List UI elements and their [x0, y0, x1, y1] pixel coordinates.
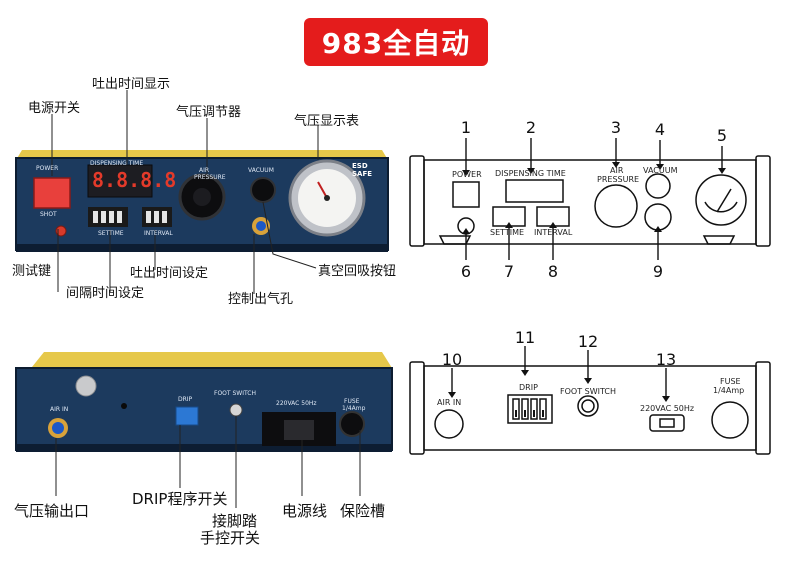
- callout-dispensing-time-display: 吐出时间显示: [92, 77, 171, 92]
- callout-pressure-gauge: 气压显示表: [294, 114, 360, 129]
- diagram-interval-label: INTERVAL: [534, 228, 573, 237]
- front-diagram-pointers: [465, 138, 723, 260]
- diagram-settime-label: SETTIME: [490, 228, 525, 237]
- callout-fuse-slot: 保险槽: [340, 502, 386, 520]
- diagram-number-11: 11: [514, 328, 536, 347]
- foot-switch-jack-icon: [229, 403, 243, 417]
- back-photo-device: [15, 352, 393, 452]
- diagram-number-2: 2: [525, 118, 537, 137]
- diagram-air-label: AIR: [610, 166, 624, 175]
- diagram-number-5: 5: [716, 126, 728, 145]
- time-display: 8.8.8.8: [92, 168, 177, 192]
- back-diagram: [409, 361, 771, 455]
- back-air-outlet-icon: [52, 422, 64, 434]
- callout-vacuum-knob: 真空回吸按钮: [318, 264, 397, 279]
- diagram-dispensing-time-label: DISPENSING TIME: [495, 169, 566, 178]
- diagram-number-4: 4: [654, 120, 666, 139]
- panel-interval-label: INTERVAL: [144, 230, 173, 237]
- diagram-drip-label: DRIP: [519, 383, 538, 392]
- diagram-number-9: 9: [652, 262, 664, 281]
- panel-power-label: POWER: [36, 165, 59, 172]
- fuse-holder-icon: [339, 411, 365, 437]
- diagram-number-3: 3: [610, 118, 622, 137]
- panel-foot-switch-label: FOOT SWITCH: [214, 390, 256, 397]
- callout-power-cord: 电源线: [282, 502, 328, 520]
- panel-air-in-label: AIR IN: [50, 406, 69, 413]
- callout-power-switch: 电源开关: [28, 101, 81, 116]
- back-diagram-pointers: [451, 346, 667, 396]
- panel-vacuum-label: VACUUM: [248, 167, 274, 174]
- esd-safe-logo: ESD SAFE: [352, 162, 373, 178]
- diagram-vacuum-label: VACUUM: [643, 166, 678, 175]
- diagram-number-13: 13: [655, 350, 677, 369]
- page-title: 983全自动: [304, 18, 488, 66]
- diagram-power-label: POWER: [452, 170, 482, 179]
- callout-foot-switch-line1: 接脚踏: [212, 512, 258, 530]
- diagram-number-10: 10: [441, 350, 463, 369]
- panel-drip-label: DRIP: [178, 396, 193, 403]
- diagram-fuse-rating-label: 1/4Amp: [713, 386, 745, 395]
- callout-drip-switch: DRIP程序开关: [132, 490, 228, 508]
- diagram-number-8: 8: [547, 262, 559, 281]
- drip-switch-icon: [175, 406, 199, 426]
- panel-shot-label: SHOT: [40, 211, 57, 218]
- diagram-foot-switch-label: FOOT SWITCH: [560, 387, 616, 396]
- callout-air-regulator: 气压调节器: [176, 105, 242, 120]
- panel-dispensing-time-label: DISPENSING TIME: [90, 160, 144, 167]
- diagram-fuse-label: FUSE: [720, 377, 741, 386]
- vacuum-knob-icon: [250, 177, 276, 203]
- panel-settime-label: SETTIME: [98, 230, 124, 237]
- air-outlet-icon: [256, 221, 266, 231]
- panel-voltage-label: 220VAC 50Hz: [276, 400, 317, 407]
- callout-back-air-outlet: 气压输出口: [14, 502, 90, 520]
- diagram-number-1: 1: [460, 118, 472, 137]
- panel-fuse-label: FUSE: [344, 398, 360, 405]
- front-photo-device: [15, 150, 389, 252]
- diagram-pressure-label: PRESSURE: [597, 175, 640, 184]
- diagram-air-in-label: AIR IN: [437, 398, 462, 407]
- callout-interval-setting: 间隔时间设定: [66, 286, 145, 301]
- callout-air-outlet: 控制出气孔: [228, 292, 294, 307]
- diagram-number-7: 7: [503, 262, 515, 281]
- diagram-number-6: 6: [460, 262, 472, 281]
- power-switch-icon: [33, 177, 71, 209]
- callout-test-key: 测试键: [12, 264, 52, 279]
- panel-fuse-rating-label: 1/4Amp: [342, 405, 366, 412]
- callout-dispensing-time-setting: 吐出时间设定: [130, 266, 209, 281]
- diagram-voltage-label: 220VAC 50Hz: [640, 404, 695, 413]
- panel-air-pressure-label: AIR PRESSURE: [194, 167, 226, 181]
- diagram-number-12: 12: [577, 332, 599, 351]
- callout-foot-switch-line2: 手控开关: [200, 529, 261, 547]
